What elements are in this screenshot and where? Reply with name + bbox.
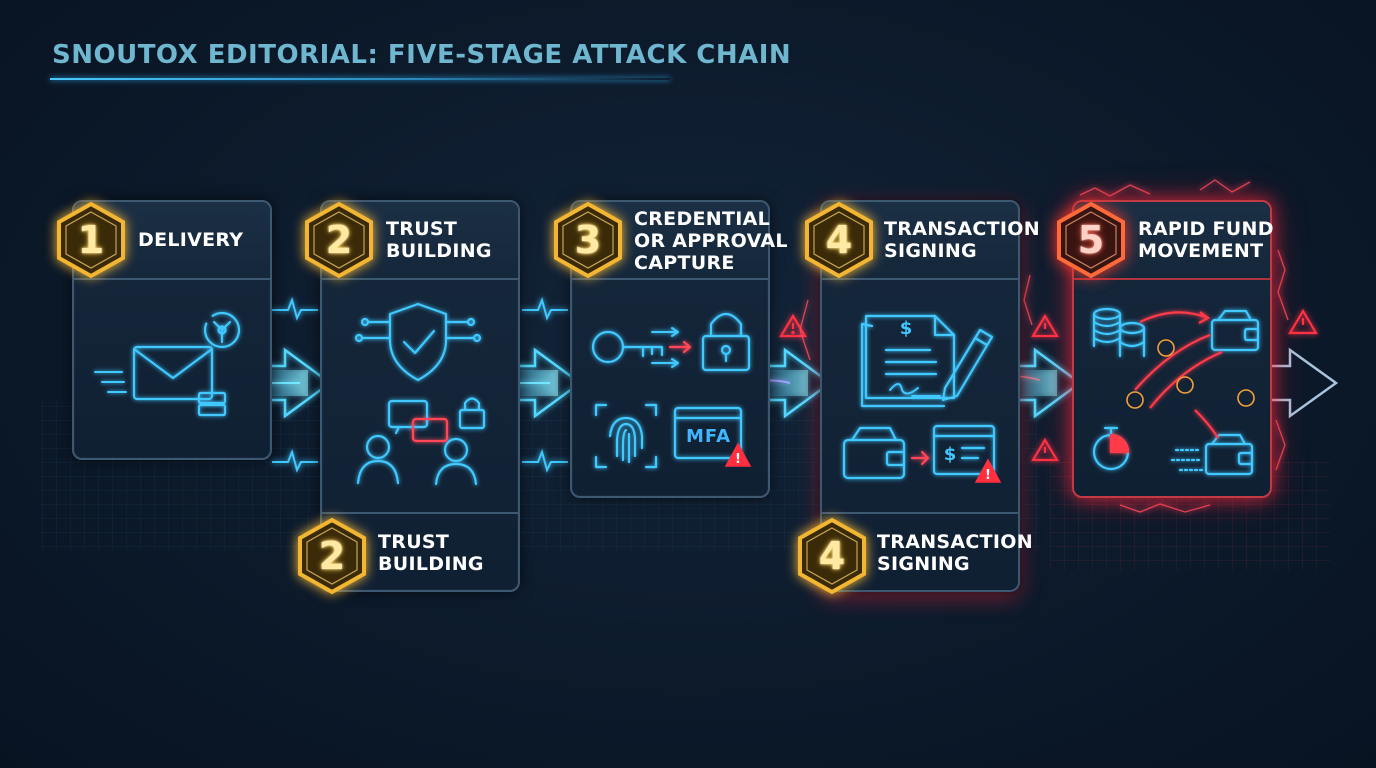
stage-number: 2 (325, 218, 353, 262)
stage-label: DELIVERY (138, 229, 244, 251)
hexagon-icon (798, 517, 866, 595)
stage-label: TRUST BUILDING (386, 218, 492, 262)
stage-number: 3 (574, 218, 602, 262)
title-underline (50, 78, 670, 80)
hexagon-icon (305, 201, 373, 279)
stage-number: 4 (825, 218, 853, 262)
hexagon-icon (554, 201, 622, 279)
stage-badge: 5 (1055, 200, 1127, 280)
stage-number: 5 (1077, 218, 1105, 262)
stage-label: TRANSACTION SIGNING (877, 531, 1033, 575)
mfa-label: MFA (686, 426, 732, 447)
stage-number: 2 (318, 534, 346, 578)
stage-badge: 2 (303, 200, 375, 280)
page-title: SNOUTOX EDITORIAL: FIVE-STAGE ATTACK CHA… (52, 40, 792, 70)
stage-badge: 1 (55, 200, 127, 280)
stage-label: RAPID FUND MOVEMENT (1138, 218, 1274, 262)
stage-label: TRUST BUILDING (378, 531, 484, 575)
stage-badge: 3 (552, 200, 624, 280)
stage-label: CREDENTIAL OR APPROVAL CAPTURE (634, 208, 788, 274)
card-divider (322, 512, 518, 514)
stage-number: 4 (818, 534, 846, 578)
stage-label: TRANSACTION SIGNING (884, 218, 1040, 262)
stage-number: 1 (77, 218, 105, 262)
stage-badge: 4 (796, 516, 868, 596)
hexagon-icon (1057, 201, 1125, 279)
stage-badge: 4 (803, 200, 875, 280)
stage-badge: 2 (296, 516, 368, 596)
hexagon-icon (57, 201, 125, 279)
hexagon-icon (298, 517, 366, 595)
hexagon-icon (805, 201, 873, 279)
warning-icon (779, 308, 1318, 462)
card-divider (822, 512, 1018, 514)
